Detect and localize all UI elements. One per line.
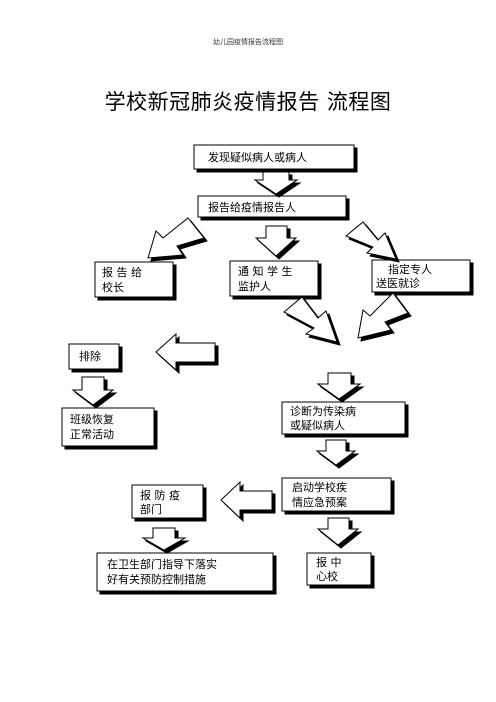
box-epidemic-line1: 报 防 疫 — [140, 488, 180, 502]
box-discover-line1: 发现疑似病人或病人 — [208, 150, 307, 164]
arrow-diag-left-2 — [357, 292, 409, 339]
box-report-to: 报告给疫情报告人 — [197, 195, 347, 218]
box-plan-line1: 启动学校疾 — [292, 480, 347, 494]
box-guardian-line1: 通 知 学 生 — [238, 264, 293, 278]
box-measures-line1: 在卫生部门指导下落实 — [107, 557, 217, 571]
box-resume-line1: 班级恢复 — [70, 412, 114, 426]
box-center: 报 中 心校 — [306, 552, 372, 586]
box-epidemic: 报 防 疫 部门 — [131, 484, 204, 519]
box-exclude-line1: 排除 — [79, 349, 101, 363]
arrow-diag-right-1 — [345, 221, 397, 260]
arrow-down-3 — [71, 376, 115, 406]
arrow-left-2 — [220, 480, 273, 520]
box-diagnosed-line1: 诊断为传染病 — [290, 404, 356, 418]
box-resume: 班级恢复 正常活动 — [61, 407, 155, 447]
arrow-down-6 — [141, 527, 187, 551]
page-header: 幼儿园疫情报告流程图 — [213, 38, 283, 46]
box-principal-line1: 报 告 给 — [102, 265, 142, 279]
arrow-down-7 — [316, 517, 360, 546]
box-center-line1: 报 中 — [316, 555, 342, 569]
arrow-down-5 — [315, 439, 357, 466]
box-report-to-line1: 报告给疫情报告人 — [208, 200, 296, 214]
arrow-diag-left-1 — [147, 217, 205, 259]
box-center-line2: 心校 — [316, 569, 338, 583]
box-principal-line2: 校长 — [102, 280, 124, 294]
box-escort-line1: 指定专人 — [388, 262, 432, 276]
arrow-down-1 — [253, 171, 299, 195]
page-title: 学校新冠肺炎疫情报告 流程图 — [104, 90, 392, 114]
box-diagnosed: 诊断为传染病 或疑似病人 — [281, 401, 406, 435]
arrow-left-1 — [155, 332, 216, 372]
box-diagnosed-line2: 或疑似病人 — [290, 418, 345, 432]
box-escort: 指定专人 送医就诊 — [371, 259, 471, 293]
box-plan-line2: 情应急预案 — [292, 495, 347, 509]
box-guardian: 通 知 学 生 监护人 — [229, 260, 319, 297]
box-measures-line2: 好有关预防控制措施 — [107, 572, 206, 586]
arrow-diag-right-2 — [283, 296, 338, 343]
box-resume-line2: 正常活动 — [70, 428, 114, 441]
box-plan: 启动学校疾 情应急预案 — [281, 477, 392, 512]
box-measures: 在卫生部门指导下落实 好有关预防控制措施 — [96, 552, 274, 592]
box-discover: 发现疑似病人或病人 — [193, 144, 355, 170]
box-epidemic-line2: 部门 — [140, 502, 162, 516]
box-exclude: 排除 — [68, 343, 120, 370]
box-guardian-line2: 监护人 — [238, 279, 271, 293]
box-principal: 报 告 给 校长 — [94, 261, 174, 298]
arrow-down-2 — [254, 225, 298, 257]
box-escort-line2: 送医就诊 — [376, 276, 420, 290]
arrow-down-4 — [316, 372, 362, 400]
